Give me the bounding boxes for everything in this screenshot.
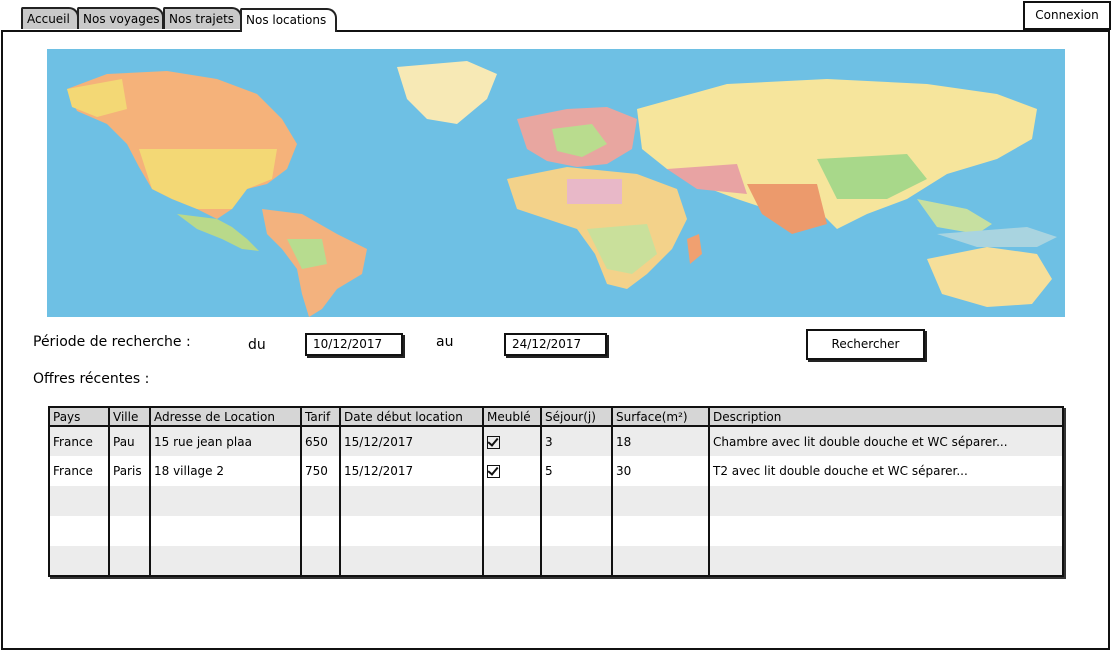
table-row bbox=[50, 546, 1062, 575]
cell-date: 15/12/2017 bbox=[340, 426, 484, 456]
cell-sejour: 5 bbox=[541, 456, 613, 486]
col-date-debut[interactable]: Date début location bbox=[340, 408, 484, 426]
cell-meuble bbox=[483, 456, 542, 486]
from-label: du bbox=[248, 337, 266, 353]
col-adresse[interactable]: Adresse de Location bbox=[150, 408, 302, 426]
login-button[interactable]: Connexion bbox=[1023, 1, 1111, 30]
table-row bbox=[50, 486, 1062, 516]
table-row bbox=[50, 516, 1062, 546]
cell-ville: Paris bbox=[109, 456, 151, 486]
cell-sejour: 3 bbox=[541, 426, 613, 456]
table-row[interactable]: France Paris 18 village 2 750 15/12/2017… bbox=[50, 456, 1062, 486]
tab-nos-voyages[interactable]: Nos voyages bbox=[77, 7, 164, 29]
world-map-icon bbox=[47, 49, 1065, 317]
cell-ville: Pau bbox=[109, 426, 151, 456]
table-header-row: Pays Ville Adresse de Location Tarif Dat… bbox=[50, 408, 1062, 426]
period-label: Période de recherche : bbox=[33, 334, 191, 350]
col-tarif[interactable]: Tarif bbox=[301, 408, 341, 426]
cell-adresse: 18 village 2 bbox=[150, 456, 302, 486]
cell-description: T2 avec lit double douche et WC séparer.… bbox=[713, 464, 968, 478]
col-description[interactable]: Description bbox=[713, 409, 782, 424]
end-date-field[interactable]: 24/12/2017 bbox=[504, 333, 607, 356]
search-button[interactable]: Rechercher bbox=[806, 329, 925, 360]
col-pays[interactable]: Pays bbox=[50, 408, 110, 426]
col-meuble[interactable]: Meublé bbox=[483, 408, 542, 426]
furnished-checkbox[interactable] bbox=[487, 465, 500, 478]
cell-date: 15/12/2017 bbox=[340, 456, 484, 486]
cell-surface: 30 bbox=[612, 456, 710, 486]
tab-accueil[interactable]: Accueil bbox=[21, 7, 79, 29]
col-surface[interactable]: Surface(m²) bbox=[612, 408, 710, 426]
cell-description: Chambre avec lit double douche et WC sép… bbox=[713, 434, 1008, 449]
offers-table: Pays Ville Adresse de Location Tarif Dat… bbox=[48, 406, 1064, 577]
cell-surface: 18 bbox=[612, 426, 710, 456]
cell-pays: France bbox=[50, 426, 110, 456]
cell-tarif: 750 bbox=[301, 456, 341, 486]
cell-tarif: 650 bbox=[301, 426, 341, 456]
cell-adresse: 15 rue jean plaa bbox=[150, 426, 302, 456]
to-label: au bbox=[436, 334, 454, 350]
furnished-checkbox[interactable] bbox=[487, 435, 500, 449]
active-tab-joint bbox=[242, 29, 335, 32]
cell-pays: France bbox=[50, 456, 110, 486]
col-sejour[interactable]: Séjour(j) bbox=[541, 408, 613, 426]
world-map-image bbox=[47, 49, 1065, 317]
tab-nos-trajets[interactable]: Nos trajets bbox=[163, 7, 242, 29]
cell-meuble bbox=[483, 426, 542, 456]
start-date-field[interactable]: 10/12/2017 bbox=[305, 333, 403, 356]
table-row[interactable]: France Pau 15 rue jean plaa 650 15/12/20… bbox=[50, 426, 1062, 456]
tab-nos-locations[interactable]: Nos locations bbox=[240, 8, 337, 32]
recent-offers-title: Offres récentes : bbox=[33, 371, 150, 387]
col-ville[interactable]: Ville bbox=[109, 408, 151, 426]
